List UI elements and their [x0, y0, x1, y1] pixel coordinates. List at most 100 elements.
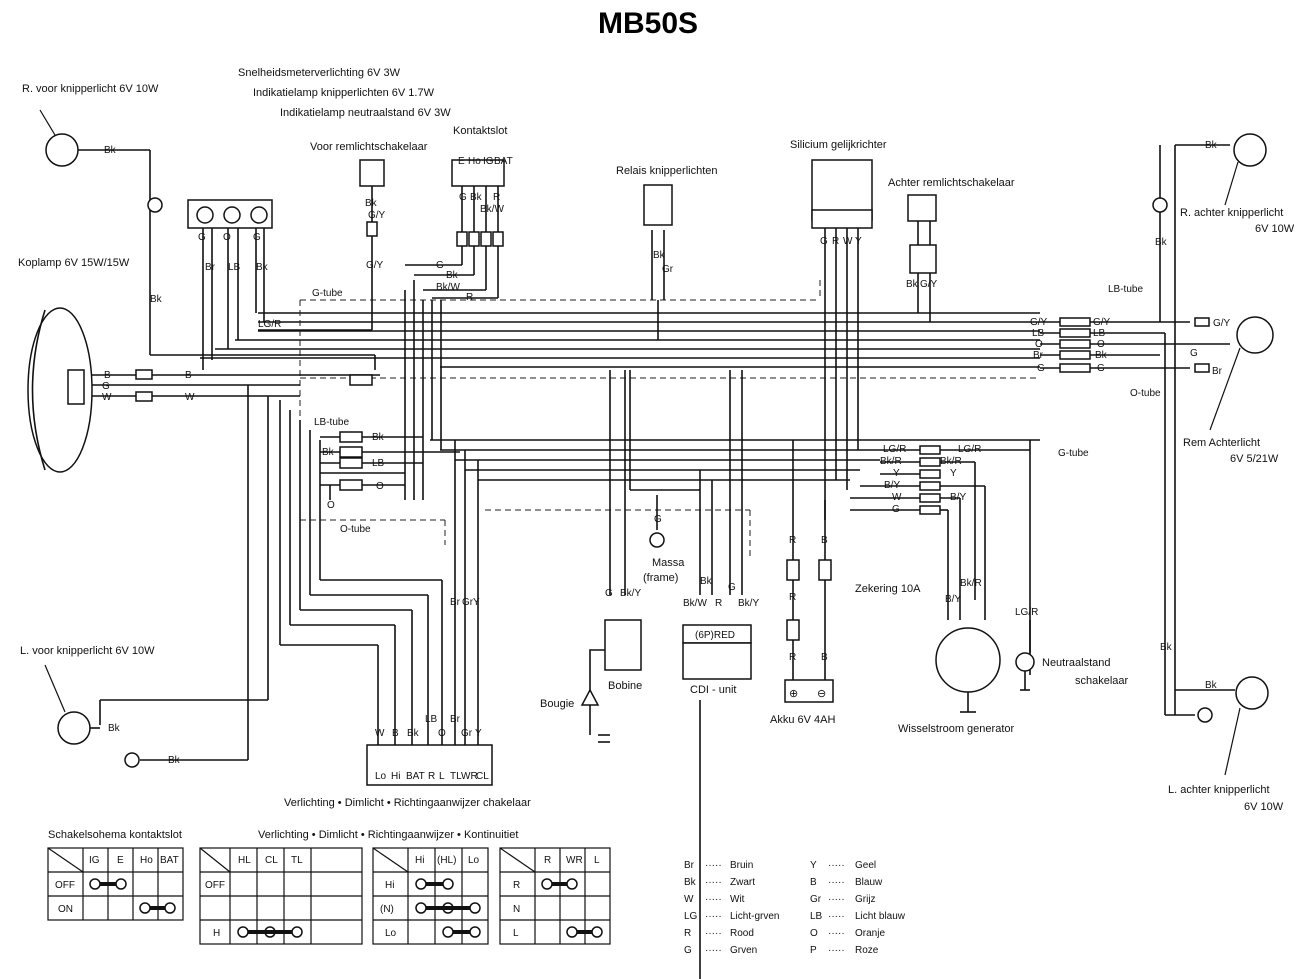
- svg-text:Bk/W: Bk/W: [683, 598, 707, 609]
- svg-text:CL: CL: [476, 771, 489, 782]
- svg-text:LG/R: LG/R: [958, 444, 981, 455]
- table-verlichting: HL CL TL OFF H: [199, 847, 363, 945]
- color-legend: Br ····· Bruin Bk ····· Zwart W ····· Wi…: [684, 860, 906, 956]
- svg-text:BAT: BAT: [406, 771, 425, 782]
- table-kontaktslot: IG E Ho BAT OFF ON: [47, 847, 184, 921]
- svg-text:R: R: [789, 535, 796, 546]
- label-massa-2: (frame): [643, 572, 678, 584]
- svg-text:G: G: [1190, 348, 1198, 359]
- left-connectors: [320, 374, 460, 500]
- svg-text:Bk: Bk: [906, 279, 919, 290]
- svg-text:LG/R: LG/R: [1015, 607, 1038, 618]
- svg-text:Gr: Gr: [462, 597, 474, 608]
- svg-text:R: R: [789, 652, 796, 663]
- svg-text:Bk/Y: Bk/Y: [738, 598, 759, 609]
- svg-text:R: R: [789, 592, 796, 603]
- svg-text:G: G: [253, 232, 261, 243]
- svg-text:Bk/Y: Bk/Y: [620, 588, 641, 599]
- label-neutraal-2: schakelaar: [1075, 675, 1129, 687]
- kontaktslot-box: [451, 159, 505, 187]
- svg-text:Bk: Bk: [470, 192, 483, 203]
- svg-text:W: W: [684, 894, 694, 905]
- label-achter-rem: Achter remlichtschakelaar: [888, 177, 1015, 189]
- indicator-panel: [187, 199, 273, 229]
- svg-text:Lo: Lo: [375, 771, 387, 782]
- svg-text:Br: Br: [1212, 366, 1223, 377]
- svg-text:G: G: [102, 381, 110, 392]
- label-ind-neutraal: Indikatielamp neutraalstand 6V 3W: [280, 107, 451, 119]
- label-r-achter-2: 6V 10W: [1255, 223, 1295, 235]
- svg-text:R: R: [715, 598, 722, 609]
- svg-text:G: G: [1097, 363, 1105, 374]
- svg-text:Bk: Bk: [256, 262, 269, 273]
- svg-text:LG/R: LG/R: [883, 444, 906, 455]
- svg-text:G: G: [684, 945, 692, 956]
- table-dimlicht: Hi (HL) Lo Hi (N) Lo: [372, 847, 489, 945]
- svg-text:Bk: Bk: [684, 877, 697, 888]
- svg-text:Gr: Gr: [461, 728, 473, 739]
- label-koplamp: Koplamp 6V 15W/15W: [18, 257, 130, 269]
- svg-text:G/Y: G/Y: [368, 210, 386, 221]
- label-g-tube-left: G-tube: [312, 288, 343, 299]
- svg-text:Y: Y: [810, 860, 817, 871]
- svg-text:G/Y: G/Y: [1030, 317, 1048, 328]
- svg-text:O: O: [1097, 339, 1105, 350]
- svg-text:Hi: Hi: [391, 771, 400, 782]
- label-massa-1: Massa: [652, 557, 685, 569]
- label-r-voor: R. voor knipperlicht 6V 10W: [22, 83, 159, 95]
- svg-text:CL: CL: [265, 855, 278, 866]
- svg-text:Wit: Wit: [730, 894, 745, 905]
- svg-text:O: O: [438, 728, 446, 739]
- kontaktslot-term-ig: IG: [483, 156, 494, 167]
- svg-text:Bk: Bk: [1155, 237, 1168, 248]
- svg-text:Bk/W: Bk/W: [436, 282, 460, 293]
- svg-text:LG/R: LG/R: [258, 319, 281, 330]
- svg-text:B/Y: B/Y: [945, 594, 961, 605]
- svg-text:P: P: [810, 945, 817, 956]
- svg-text:·····: ·····: [705, 911, 722, 922]
- svg-text:R: R: [466, 292, 473, 303]
- rear-light: [1209, 316, 1274, 431]
- svg-text:B: B: [810, 877, 817, 888]
- battery-wires: ⊕ ⊖: [784, 440, 834, 703]
- label-lb-tube-right: LB-tube: [1108, 284, 1143, 295]
- svg-text:OFF: OFF: [55, 880, 75, 891]
- lower-harness: [430, 439, 1040, 675]
- rear-brake-switch: [907, 194, 937, 222]
- vertical-harness: [404, 280, 442, 500]
- svg-text:Bk: Bk: [150, 294, 163, 305]
- headlight-wires: [85, 150, 380, 402]
- svg-text:LB: LB: [810, 911, 823, 922]
- svg-text:LB: LB: [1093, 328, 1106, 339]
- label-l-achter-1: L. achter knipperlicht: [1168, 784, 1270, 796]
- svg-text:Y: Y: [475, 728, 482, 739]
- svg-text:Blauw: Blauw: [855, 877, 883, 888]
- svg-text:L: L: [513, 928, 519, 939]
- label-zekering: Zekering 10A: [855, 583, 921, 595]
- svg-text:Y: Y: [855, 236, 862, 247]
- svg-text:·····: ·····: [828, 877, 845, 888]
- label-l-achter-2: 6V 10W: [1244, 801, 1284, 813]
- svg-text:TL: TL: [450, 771, 462, 782]
- label-cdi-unit: CDI - unit: [690, 684, 736, 696]
- svg-text:W: W: [185, 392, 195, 403]
- svg-text:Rood: Rood: [730, 928, 754, 939]
- svg-text:O: O: [376, 481, 384, 492]
- svg-text:BAT: BAT: [160, 855, 179, 866]
- svg-text:Grijz: Grijz: [855, 894, 876, 905]
- svg-text:·····: ·····: [705, 928, 722, 939]
- svg-text:Gr: Gr: [810, 894, 822, 905]
- svg-text:Lo: Lo: [385, 928, 397, 939]
- label-kontaktslot: Kontaktslot: [453, 125, 507, 137]
- svg-text:Br: Br: [450, 597, 461, 608]
- svg-text:R: R: [832, 236, 839, 247]
- svg-text:IG: IG: [89, 855, 100, 866]
- battery: [784, 679, 834, 703]
- svg-text:Hi: Hi: [415, 855, 424, 866]
- svg-text:·····: ·····: [828, 928, 845, 939]
- label-rem-achter-2: 6V 5/21W: [1230, 453, 1279, 465]
- svg-text:E: E: [117, 855, 124, 866]
- svg-text:G: G: [436, 260, 444, 271]
- cdi-wires: [609, 300, 743, 979]
